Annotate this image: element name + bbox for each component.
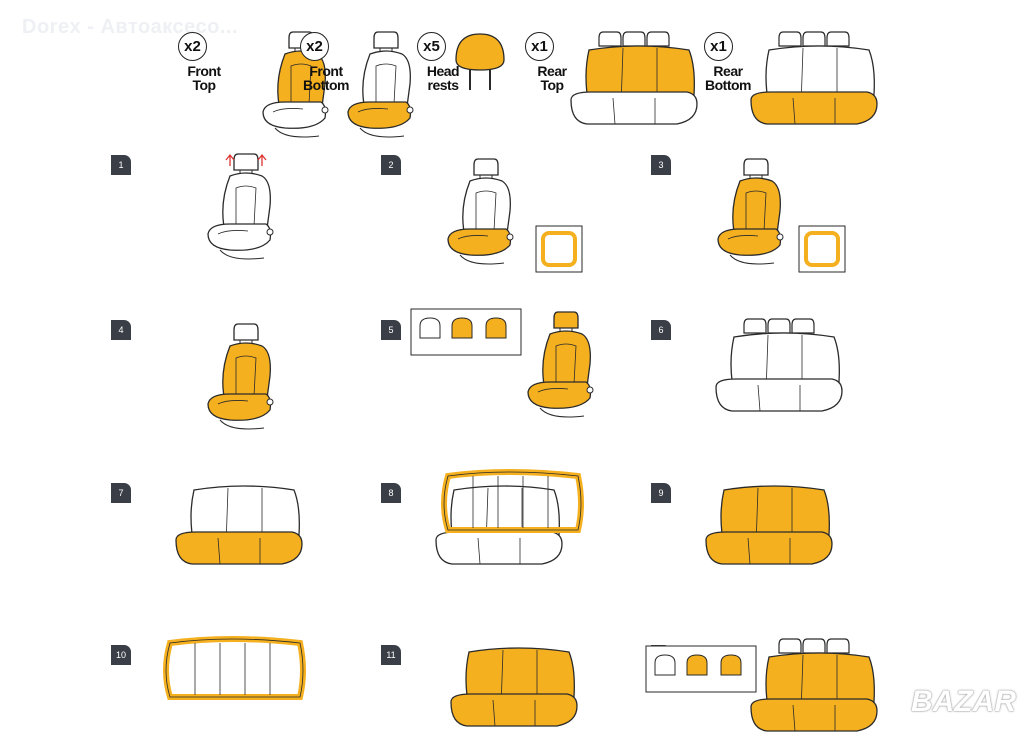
- step-number-badge: 11: [381, 645, 401, 665]
- step-number-badge: 10: [111, 645, 131, 665]
- step-illustration: [440, 155, 583, 280]
- part-label-line1: Front: [187, 63, 221, 79]
- step-illustration: [710, 315, 850, 430]
- step-illustration: [410, 308, 610, 433]
- step-illustration: [645, 635, 885, 750]
- part-count: x1: [704, 32, 733, 61]
- part-label-line1: Rear: [713, 63, 743, 79]
- part-label-line1: Front: [309, 63, 343, 79]
- step-number-badge: 4: [111, 320, 131, 340]
- step-illustration: [200, 320, 290, 445]
- step-illustration: [430, 468, 584, 583]
- part-illustration: [340, 28, 430, 153]
- part-label-line2: Top: [540, 77, 564, 93]
- step-illustration: [160, 635, 310, 710]
- step-number-badge: 2: [381, 155, 401, 175]
- part-label-line2: rests: [427, 77, 459, 93]
- part-count: x2: [300, 32, 329, 61]
- part-illustration: [565, 28, 705, 143]
- step-number-badge: 1: [111, 155, 131, 175]
- part-count: x5: [417, 32, 446, 61]
- watermark: Dorex - Автоаксесо...: [22, 16, 239, 38]
- step-illustration: [700, 468, 840, 583]
- part-label-line1: Rear: [537, 63, 567, 79]
- part-label-line2: Bottom: [303, 77, 350, 93]
- step-illustration: [445, 630, 585, 745]
- part-label-line2: Top: [192, 77, 216, 93]
- step-illustration: [710, 155, 846, 280]
- step-illustration: [200, 150, 290, 275]
- part-illustration: [450, 30, 510, 105]
- step-number-badge: 5: [381, 320, 401, 340]
- step-number-badge: 8: [381, 483, 401, 503]
- part-illustration: [745, 28, 885, 143]
- part-label-line2: Bottom: [705, 77, 752, 93]
- part-count: x2: [178, 32, 207, 61]
- step-number-badge: 9: [651, 483, 671, 503]
- step-number-badge: 7: [111, 483, 131, 503]
- step-number-badge: 6: [651, 320, 671, 340]
- part-count: x1: [525, 32, 554, 61]
- step-number-badge: 3: [651, 155, 671, 175]
- part-label-line1: Head: [426, 63, 460, 79]
- bazar-logo: BAZAR: [911, 685, 1016, 718]
- step-illustration: [170, 468, 310, 583]
